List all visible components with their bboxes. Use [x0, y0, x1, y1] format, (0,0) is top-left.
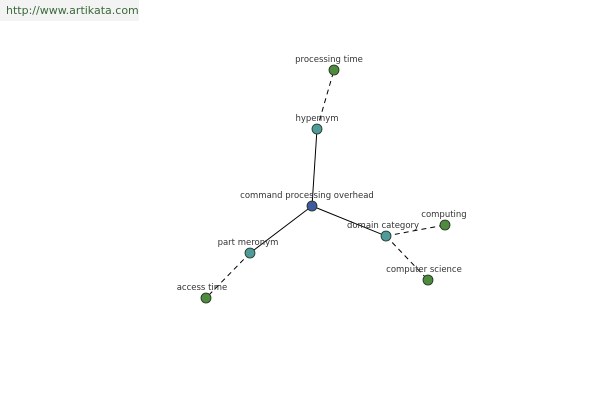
edge-root-to-domain-category: [311, 205, 387, 237]
edge-domain-category-to-computer-science: [385, 235, 429, 281]
node-marker-part-meronym[interactable]: [244, 247, 256, 259]
node-label-computer-science[interactable]: computer science: [386, 265, 462, 275]
node-marker-computing[interactable]: [439, 219, 451, 231]
node-label-part-meronym[interactable]: part meronym: [218, 238, 279, 248]
edge-domain-category-to-computing: [385, 224, 446, 237]
node-marker-hypernym[interactable]: [311, 123, 323, 135]
graph-nodes: command processing overhead hypernym proce…: [177, 55, 467, 304]
node-root[interactable]: command processing overhead: [240, 191, 374, 212]
node-access-time[interactable]: access time: [177, 283, 228, 304]
node-processing-time[interactable]: processing time: [295, 55, 363, 76]
node-computing[interactable]: computing: [421, 210, 467, 231]
node-domain-category[interactable]: domain category: [347, 221, 419, 242]
node-marker-processing-time[interactable]: [328, 64, 340, 76]
node-part-meronym[interactable]: part meronym: [218, 238, 279, 259]
edge-root-to-hypernym: [311, 128, 318, 207]
site-link[interactable]: http://www.artikata.com: [0, 0, 139, 21]
edge-root-to-part-meronym: [249, 205, 313, 254]
node-hypernym[interactable]: hypernym: [295, 114, 339, 135]
edge-hypernym-to-processing-time: [316, 69, 335, 130]
node-marker-domain-category[interactable]: [380, 230, 392, 242]
node-marker-access-time[interactable]: [200, 292, 212, 304]
node-marker-computer-science[interactable]: [422, 274, 434, 286]
node-computer-science[interactable]: computer science: [386, 265, 462, 286]
node-marker-root[interactable]: [306, 200, 318, 212]
node-label-access-time[interactable]: access time: [177, 283, 228, 293]
node-label-domain-category[interactable]: domain category: [347, 221, 419, 231]
node-label-processing-time[interactable]: processing time: [295, 55, 363, 65]
graph-edges: [205, 69, 446, 299]
node-label-hypernym[interactable]: hypernym: [295, 114, 338, 124]
node-label-root[interactable]: command processing overhead: [240, 191, 374, 201]
node-label-computing[interactable]: computing: [421, 210, 466, 220]
edge-part-meronym-to-access-time: [205, 252, 251, 299]
